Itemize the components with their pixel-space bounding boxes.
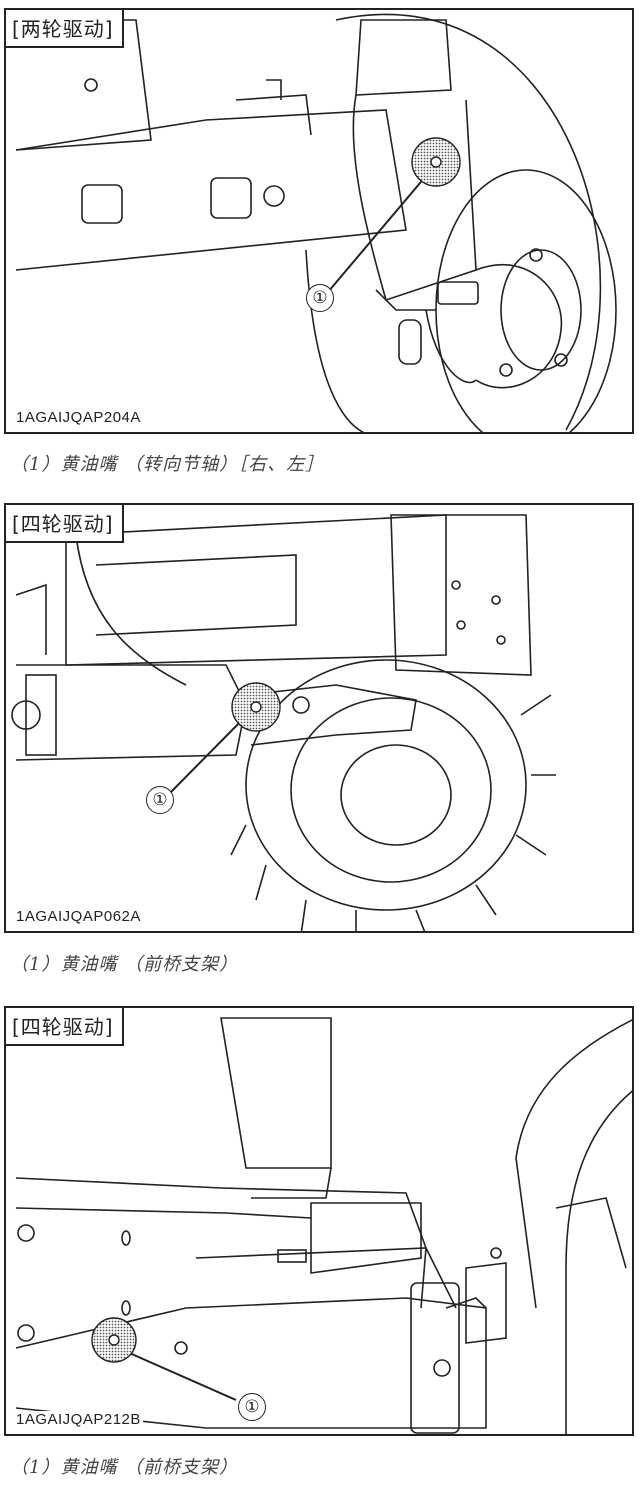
figure-code: 1AGAIJQAP062A bbox=[14, 908, 143, 925]
figure-3-illustration bbox=[15, 1017, 632, 1434]
drive-type-tag: [四轮驱动] bbox=[6, 505, 124, 543]
figure-code: 1AGAIJQAP204A bbox=[14, 409, 143, 426]
figure-2-panel: [四轮驱动] ① 1AGAIJQAP062A bbox=[4, 503, 634, 933]
drive-type-tag: [两轮驱动] bbox=[6, 10, 124, 48]
figure-1-caption: （1）黄油嘴 （转向节轴）［右、左］ bbox=[10, 454, 325, 475]
figure-3-panel: [四轮驱动] ① 1AGAIJQAP212B bbox=[4, 1006, 634, 1436]
figure-2-illustration bbox=[11, 514, 556, 931]
figure-3-caption: （1）黄油嘴 （前桥支架） bbox=[10, 1457, 239, 1478]
figure-1-panel: [两轮驱动] ① 1AGAIJQAP204A bbox=[4, 8, 634, 434]
callout-marker: ① bbox=[146, 786, 174, 814]
drive-type-tag: [四轮驱动] bbox=[6, 1008, 124, 1046]
figure-code: 1AGAIJQAP212B bbox=[14, 1411, 143, 1428]
callout-marker: ① bbox=[238, 1393, 266, 1421]
figure-2-caption: （1）黄油嘴 （前桥支架） bbox=[10, 954, 239, 975]
figure-1-illustration bbox=[15, 13, 617, 432]
callout-marker: ① bbox=[306, 284, 334, 312]
